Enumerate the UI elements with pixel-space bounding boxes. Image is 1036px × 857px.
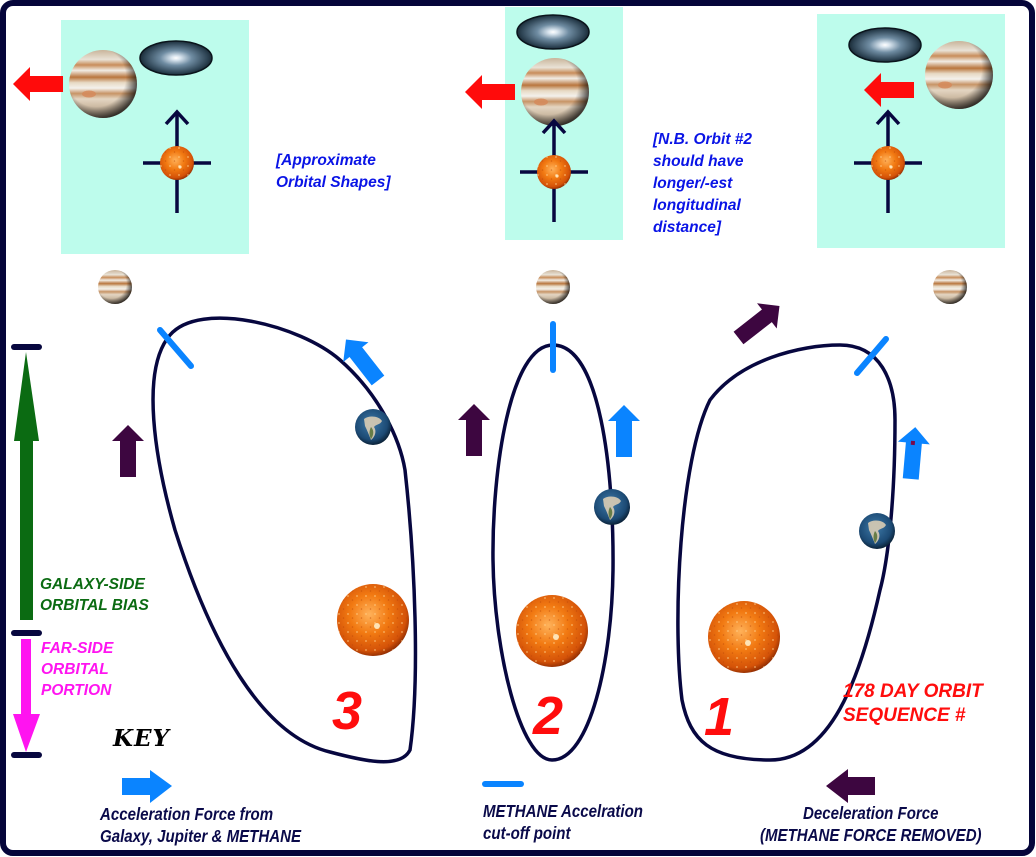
key-acceleration-arrow-icon [122, 770, 172, 803]
deceleration-arrow-icon [728, 293, 790, 351]
sun-icon [708, 601, 780, 673]
galaxy-icon [516, 14, 590, 50]
orbit-path-1 [676, 343, 897, 762]
acceleration-arrow-icon [608, 405, 640, 457]
galaxy-icon [139, 40, 213, 76]
far-side-arrow-icon [13, 639, 40, 752]
nb-orbit-note: [N.B. Orbit #2 should have longer/-est l… [653, 131, 753, 236]
jupiter-icon [69, 50, 137, 118]
orbit-path-3 [151, 316, 418, 764]
jupiter-pull-arrow-icon [13, 67, 63, 101]
galaxy-side-label: GALAXY-SIDE ORBITAL BIAS [40, 576, 149, 614]
key-acceleration-label: Acceleration Force from Galaxy, Jupiter … [100, 804, 301, 846]
sequence-number-3: 3 [332, 681, 363, 741]
methane-cutoff-marker [157, 327, 194, 369]
sun-icon [337, 584, 409, 656]
galaxy-icon [848, 27, 922, 63]
deceleration-arrow-icon [458, 404, 490, 456]
key-deceleration-arrow-icon [826, 769, 875, 803]
sequence-number-2: 2 [533, 686, 564, 746]
key-deceleration-label: Deceleration Force (METHANE FORCE REMOVE… [760, 803, 982, 845]
key-title: KEY [113, 725, 170, 752]
jupiter-small-icon [933, 270, 967, 304]
panel-orbit-2 [505, 7, 623, 240]
approximate-shapes-note: [Approximate Orbital Shapes] [276, 152, 391, 191]
sun-icon [160, 146, 194, 180]
earth-icon [594, 489, 630, 525]
galaxy-side-arrow-icon [14, 352, 39, 620]
deceleration-arrow-icon [112, 425, 144, 477]
sun-icon [516, 595, 588, 667]
jupiter-small-icon [536, 270, 570, 304]
acceleration-arrow-icon [894, 425, 932, 481]
jupiter-icon [925, 41, 993, 109]
orbit-path-2 [491, 343, 615, 762]
far-side-label: FAR-SIDE ORBITAL PORTION [41, 640, 114, 699]
sun-icon [871, 146, 905, 180]
methane-cutoff-marker [854, 336, 889, 376]
sequence-number-1: 1 [704, 687, 735, 747]
panel-orbit-3 [61, 20, 249, 254]
panel-orbit-1 [817, 14, 1005, 248]
earth-icon [355, 409, 391, 445]
sequence-label: 178 DAY ORBIT SEQUENCE # [843, 681, 983, 726]
earth-icon [859, 513, 895, 549]
key-methane-cutoff-label: METHANE Accelration cut-off point [483, 801, 644, 843]
side-scale [11, 344, 42, 758]
sun-icon [537, 155, 571, 189]
jupiter-icon [521, 58, 589, 126]
jupiter-small-icon [98, 270, 132, 304]
